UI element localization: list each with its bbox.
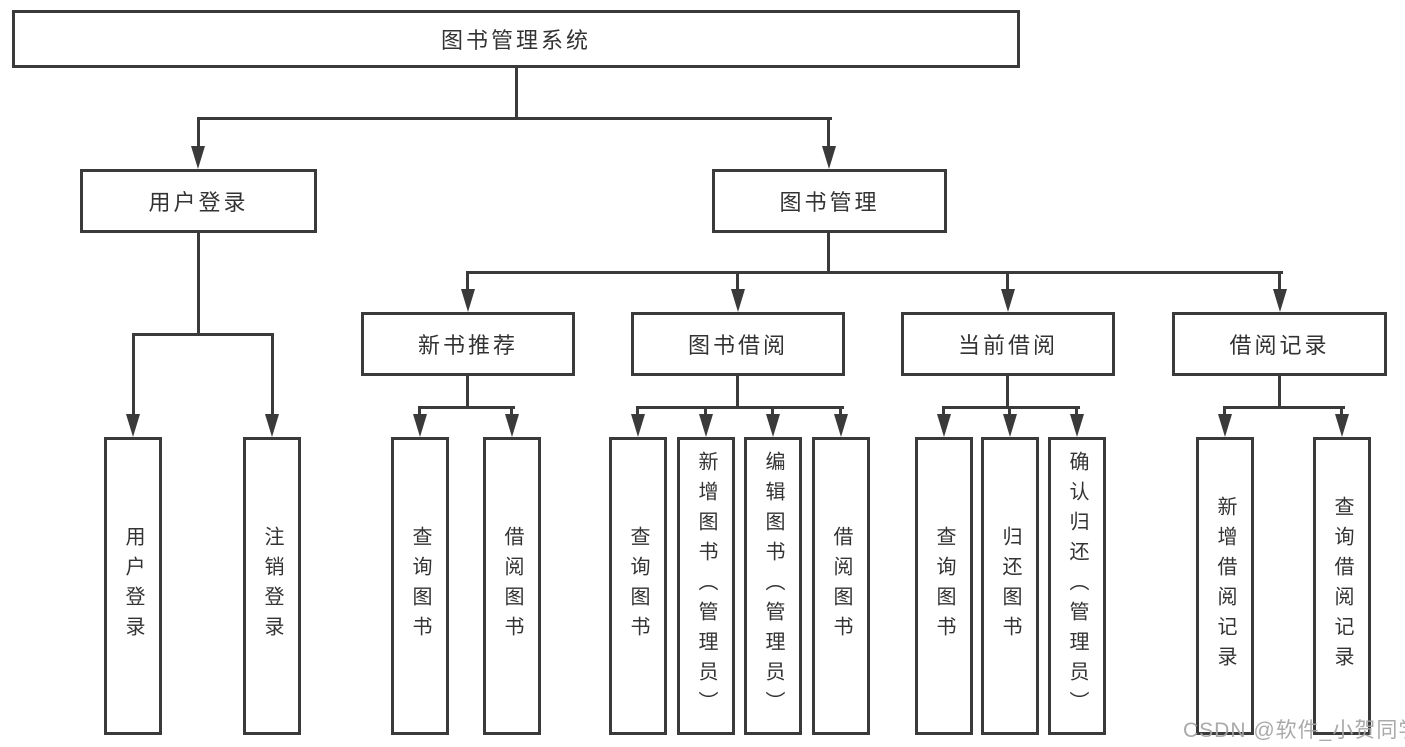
leaf-add-book-admin: 新增图书（管理员） [677,437,735,735]
connector-vline [510,406,513,418]
node-book-management: 图书管理 [712,169,947,233]
node-new-book-recommend-label: 新书推荐 [417,333,518,358]
connector-hline [197,117,832,120]
leaf-query-book-recommend-label: 查询图书 [409,526,431,646]
connector-vline [515,68,518,120]
connector-vline [1340,406,1343,418]
connector-hline [1223,406,1345,409]
leaf-query-book-recommend: 查询图书 [391,437,449,735]
connector-vline [1008,406,1011,418]
leaf-query-borrow-record-label: 查询借阅记录 [1331,496,1353,676]
connector-hline [466,271,1283,274]
arrow-down-icon [1070,414,1084,437]
connector-vline [1278,376,1281,409]
arrow-down-icon [822,146,836,169]
leaf-return-book: 归还图书 [981,437,1039,735]
leaf-logout-label: 注销登录 [261,526,283,646]
node-current-borrow: 当前借阅 [901,312,1115,376]
connector-vline [704,406,707,418]
node-root: 图书管理系统 [12,10,1020,68]
node-user-login: 用户登录 [80,169,317,233]
leaf-query-borrow-record: 查询借阅记录 [1313,437,1371,735]
connector-vline [771,406,774,418]
node-borrow-record-label: 借阅记录 [1229,333,1330,358]
arrow-down-icon [699,414,713,437]
arrow-down-icon [126,414,140,437]
leaf-add-borrow-record-label: 新增借阅记录 [1214,496,1236,676]
connector-vline [636,406,639,418]
arrow-down-icon [191,146,205,169]
leaf-logout: 注销登录 [243,437,301,735]
leaf-user-login-label: 用户登录 [122,526,144,646]
connector-vline [271,333,274,418]
leaf-add-borrow-record: 新增借阅记录 [1196,437,1254,735]
connector-vline [827,117,830,149]
leaf-query-book-borrow-label: 查询图书 [627,526,649,646]
watermark: CSDN @软件_小贺同学 [1183,719,1405,742]
node-book-management-label: 图书管理 [779,190,880,215]
node-book-borrow: 图书借阅 [631,312,845,376]
connector-hline [636,406,844,409]
arrow-down-icon [937,414,951,437]
arrow-down-icon [731,289,745,312]
connector-vline [1075,406,1078,418]
connector-vline [1223,406,1226,418]
connector-hline [942,406,1080,409]
leaf-query-book-current-label: 查询图书 [933,526,955,646]
node-user-login-label: 用户登录 [148,190,249,215]
leaf-borrow-book: 借阅图书 [812,437,870,735]
connector-vline [942,406,945,418]
leaf-confirm-return-admin-label: 确认归还（管理员） [1066,451,1088,721]
arrow-down-icon [1003,414,1017,437]
connector-vline [736,271,739,293]
connector-vline [839,406,842,418]
connector-vline [466,376,469,409]
leaf-borrow-book-recommend-label: 借阅图书 [501,526,523,646]
connector-vline [736,376,739,409]
arrow-down-icon [461,289,475,312]
leaf-query-book-current: 查询图书 [915,437,973,735]
connector-vline [1278,271,1281,293]
arrow-down-icon [505,414,519,437]
connector-vline [827,233,830,274]
connector-vline [466,271,469,293]
leaf-edit-book-admin-label: 编辑图书（管理员） [762,451,784,721]
arrow-down-icon [1001,289,1015,312]
connector-vline [132,333,135,418]
connector-vline [197,233,200,336]
arrow-down-icon [1218,414,1232,437]
arrow-down-icon [1335,414,1349,437]
node-current-borrow-label: 当前借阅 [957,333,1058,358]
leaf-borrow-book-label: 借阅图书 [830,526,852,646]
connector-hline [132,333,274,336]
connector-vline [197,117,200,149]
connector-hline [418,406,515,409]
connector-vline [1006,271,1009,293]
arrow-down-icon [766,414,780,437]
leaf-query-book-borrow: 查询图书 [609,437,667,735]
arrow-down-icon [834,414,848,437]
leaf-return-book-label: 归还图书 [999,526,1021,646]
arrow-down-icon [631,414,645,437]
arrow-down-icon [1273,289,1287,312]
node-book-borrow-label: 图书借阅 [687,333,788,358]
leaf-user-login: 用户登录 [104,437,162,735]
node-root-label: 图书管理系统 [440,28,591,53]
arrow-down-icon [413,414,427,437]
connector-vline [418,406,421,418]
arrow-down-icon [265,414,279,437]
leaf-edit-book-admin: 编辑图书（管理员） [744,437,802,735]
leaf-add-book-admin-label: 新增图书（管理员） [695,451,717,721]
node-borrow-record: 借阅记录 [1172,312,1387,376]
connector-vline [1006,376,1009,409]
leaf-confirm-return-admin: 确认归还（管理员） [1048,437,1106,735]
node-new-book-recommend: 新书推荐 [361,312,575,376]
leaf-borrow-book-recommend: 借阅图书 [483,437,541,735]
